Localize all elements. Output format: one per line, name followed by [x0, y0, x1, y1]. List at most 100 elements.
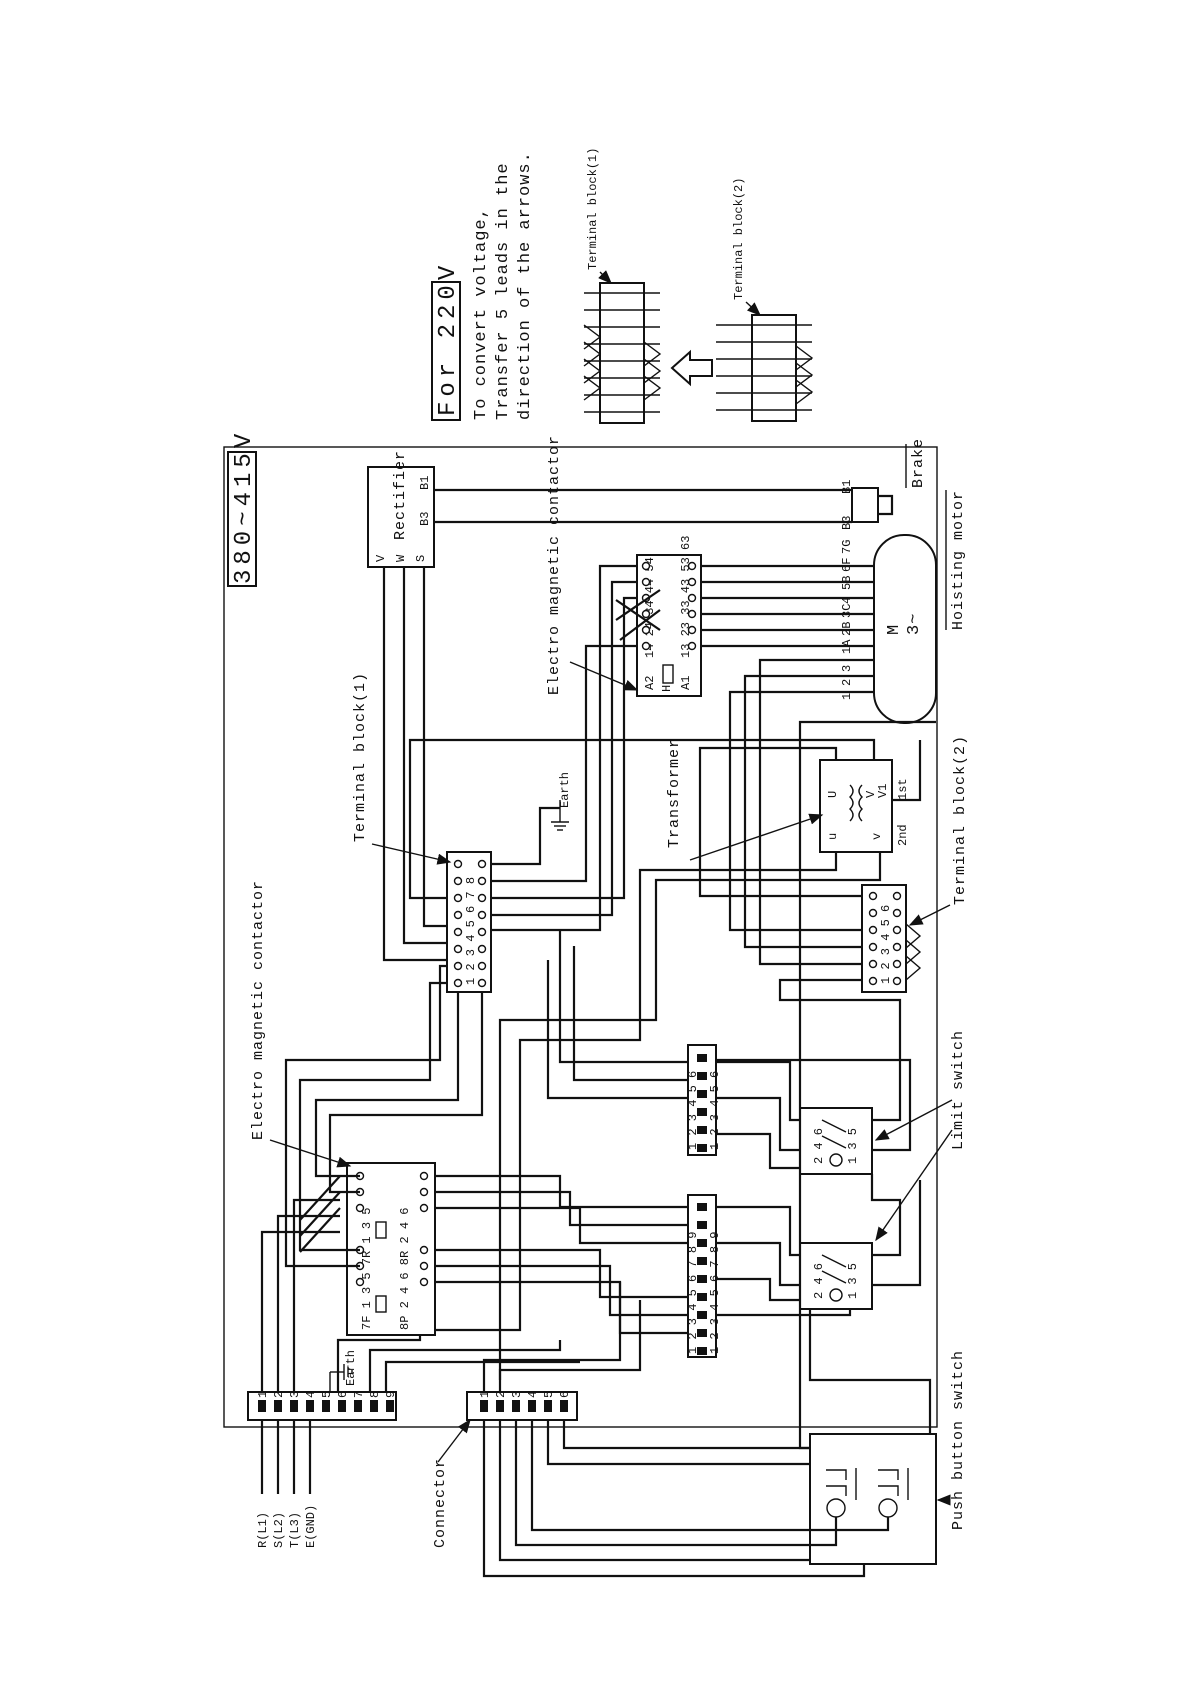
svg-text:1: 1	[256, 1391, 270, 1398]
wiring	[260, 488, 936, 1578]
upper-contactor-label: Electro magnetic contactor	[546, 435, 563, 695]
rectifier-pin-v: V	[374, 554, 388, 562]
tx-primary: 1st	[896, 778, 910, 800]
transformer: U V V1 u v 1st 2nd Transformer	[666, 738, 910, 861]
tx-secondary: 2nd	[896, 824, 910, 846]
motor-lead-3c: 3C	[840, 604, 854, 618]
transformer-label: Transformer	[666, 738, 683, 848]
svg-text:9: 9	[384, 1391, 398, 1398]
lower-contactor: 7F 1 3 5 7R 1 3 5 8P 2 4 6 8R 2 4 6 Elec…	[250, 880, 436, 1336]
note-line-3: direction of the arrows.	[516, 151, 535, 420]
main-frame	[223, 446, 938, 1428]
voltage-title: 380~415V	[231, 429, 258, 584]
supply-r: R(L1)	[256, 1512, 270, 1548]
limit-switch-lower: 2 4 6 1 3 5	[799, 1242, 873, 1310]
svg-text:1 2 3 4 5 6: 1 2 3 4 5 6	[708, 1071, 722, 1150]
tb2-box	[861, 884, 907, 993]
motor-lead-2: 2	[840, 679, 854, 686]
tx-pin-u: U	[826, 791, 840, 798]
lower-contactor-label: Electro magnetic contactor	[250, 880, 267, 1140]
note-terminal-block-1	[599, 282, 645, 424]
main-terminal: 1 2 3 4 5 6 7 8 9	[247, 1391, 398, 1421]
svg-text:1 2 3 4 5 6: 1 2 3 4 5 6	[686, 1071, 700, 1150]
svg-text:8P 2 4 6 8R 2 4 6: 8P 2 4 6 8R 2 4 6	[398, 1208, 412, 1330]
terminal-block-1: 1 2 3 4 5 6 7 8 Terminal block(1)	[352, 672, 492, 993]
note-tb1-label: Terminal block(1)	[586, 148, 600, 270]
supply-t: T(L3)	[288, 1512, 302, 1548]
svg-text:1: 1	[478, 1391, 492, 1398]
svg-text:2: 2	[494, 1391, 508, 1398]
brake: Brake B3 B1	[840, 438, 927, 530]
supply-lines: R(L1) S(L2) T(L3) E(GND)	[256, 1420, 318, 1548]
upper-pin-a2: A2	[643, 676, 657, 690]
svg-text:8: 8	[368, 1391, 382, 1398]
supply-e: E(GND)	[304, 1505, 318, 1548]
motor-phase: 3~	[905, 613, 924, 635]
connector: 1 2 3 4 5 6 Connector	[432, 1391, 578, 1548]
rectifier-pin-b3: B3	[418, 512, 432, 526]
note-terminal-block-2	[751, 314, 797, 422]
svg-text:2 4 6: 2 4 6	[812, 1128, 826, 1164]
conversion-arrow	[670, 349, 713, 387]
motor-lead-4: 4	[840, 597, 854, 604]
svg-text:5: 5	[320, 1391, 334, 1398]
svg-text:1 2 3 4 5 6: 1 2 3 4 5 6	[879, 905, 893, 984]
voltage-box	[227, 451, 257, 587]
svg-text:6: 6	[558, 1391, 572, 1398]
upper-pin-a1: A1	[679, 676, 693, 690]
rectifier-label: Rectifier	[392, 450, 409, 540]
tx-pin-lu: u	[826, 833, 840, 840]
svg-text:1 2 3 4 5 6 7 8 9: 1 2 3 4 5 6 7 8 9	[686, 1232, 700, 1354]
earth-lower-label: Earth	[344, 1350, 358, 1386]
transformer-box	[819, 759, 893, 853]
tb1-label: Terminal block(1)	[352, 672, 369, 842]
hoisting-motor: M 3~ Hoisting motor 1 2 3 1A 2B 3C 4 5B …	[840, 490, 967, 724]
strip-6: 1 2 3 4 5 6 1 2 3 4 5 6	[686, 1044, 722, 1156]
rectifier-pin-s: S	[414, 555, 428, 562]
rectifier: Rectifier V W S B3 B1	[367, 450, 435, 568]
conversion-note: For 220V To convert voltage, Transfer 5 …	[431, 148, 814, 424]
earth-upper-label: Earth	[558, 772, 572, 808]
note-tb2-label: Terminal block(2)	[732, 178, 746, 300]
svg-text:1 3 5: 1 3 5	[846, 1128, 860, 1164]
svg-text:3: 3	[510, 1391, 524, 1398]
tx-pin-v: V	[864, 790, 878, 798]
strip-9: 1 2 3 4 5 6 7 8 9 1 2 3 4 5 6 7 8 9	[686, 1194, 722, 1358]
note-title-box	[431, 281, 461, 421]
brake-coil	[851, 487, 879, 523]
terminal-block-2: 1 2 3 4 5 6 Terminal block(2)	[861, 735, 969, 993]
earth-upper: Earth	[551, 772, 572, 831]
tx-pin-lv: v	[870, 833, 884, 840]
motor-lead-7g: 7G	[840, 540, 854, 554]
svg-text:1 2 3 4 5 6 7 8: 1 2 3 4 5 6 7 8	[464, 877, 478, 985]
limit-switch-label: Limit switch	[950, 1030, 967, 1150]
rectifier-box	[367, 466, 435, 568]
push-button-switch: Push button switch	[809, 1350, 967, 1565]
motor-lead-6f: 6F	[840, 558, 854, 572]
upper-pin-h: H	[660, 685, 674, 692]
svg-text:6: 6	[336, 1391, 350, 1398]
rectifier-pin-b1: B1	[418, 476, 432, 490]
connector-label: Connector	[432, 1458, 449, 1548]
svg-text:1 2 3 4 5 6 7 8 9: 1 2 3 4 5 6 7 8 9	[708, 1232, 722, 1354]
note-line-2: Transfer 5 leads in the	[494, 162, 513, 420]
motor-label: Hoisting motor	[950, 490, 967, 630]
tx-pin-v1: V1	[876, 784, 890, 798]
rectifier-pin-w: W	[394, 554, 408, 562]
svg-text:2 4 6: 2 4 6	[812, 1263, 826, 1299]
svg-text:1 3 5: 1 3 5	[846, 1263, 860, 1299]
limit-switch-upper: 2 4 6 1 3 5	[799, 1107, 873, 1175]
note-line-1: To convert voltage,	[472, 207, 491, 420]
upper-contactor: A2 H A1 14 24 34 44 54 13 23 33 43 53 63…	[546, 435, 702, 697]
earth-lower: Earth	[329, 1350, 358, 1392]
supply-s: S(L2)	[272, 1512, 286, 1548]
motor-symbol: M	[885, 624, 904, 635]
svg-text:5: 5	[542, 1391, 556, 1398]
svg-text:4: 4	[526, 1391, 540, 1398]
push-button-label: Push button switch	[950, 1350, 967, 1530]
brake-label: Brake	[910, 438, 927, 488]
svg-text:2: 2	[272, 1391, 286, 1398]
note-title: For 220V	[435, 261, 462, 416]
motor-lead-2b: 2B	[840, 622, 854, 636]
